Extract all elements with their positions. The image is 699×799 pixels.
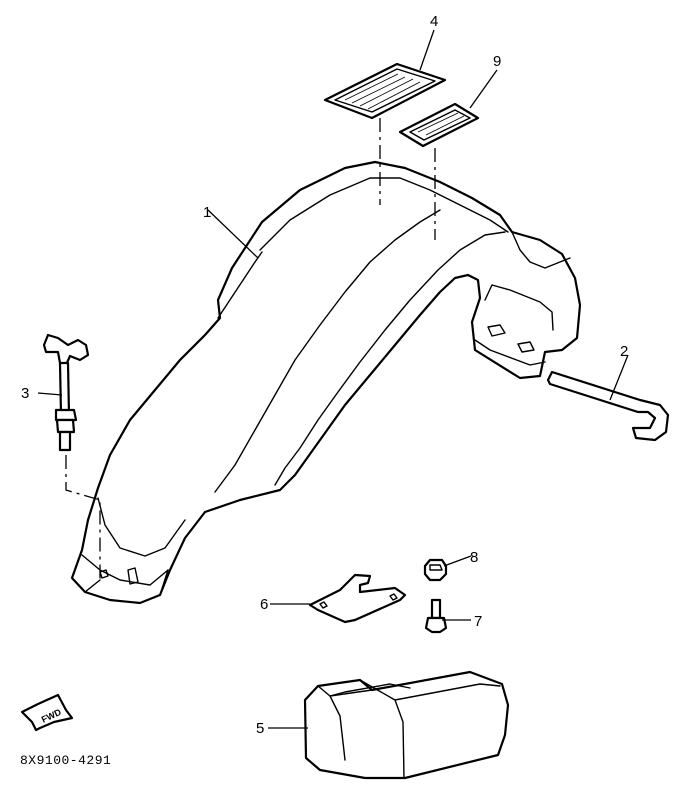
callout-5: 5 xyxy=(256,720,264,737)
assembly-line-bolt-3 xyxy=(65,455,101,580)
bolt xyxy=(424,598,448,634)
bracket-rod xyxy=(546,370,670,442)
callout-3: 3 xyxy=(21,385,29,402)
callout-4: 4 xyxy=(430,13,438,30)
callout-8: 8 xyxy=(470,549,478,566)
callout-9: 9 xyxy=(493,53,501,70)
wing-bolt xyxy=(42,333,90,452)
forward-arrow: FWD xyxy=(20,693,74,732)
caution-label-large xyxy=(323,62,447,120)
nut xyxy=(423,558,448,582)
callout-2: 2 xyxy=(620,343,628,360)
plate xyxy=(308,573,407,624)
caution-label-small xyxy=(398,102,480,148)
drawing-code: 8X9100-4291 xyxy=(20,753,111,768)
callout-1: 1 xyxy=(203,204,211,221)
callout-6: 6 xyxy=(260,596,268,613)
callout-7: 7 xyxy=(474,613,482,630)
tool-bag xyxy=(303,670,510,780)
rear-fender xyxy=(70,160,582,605)
